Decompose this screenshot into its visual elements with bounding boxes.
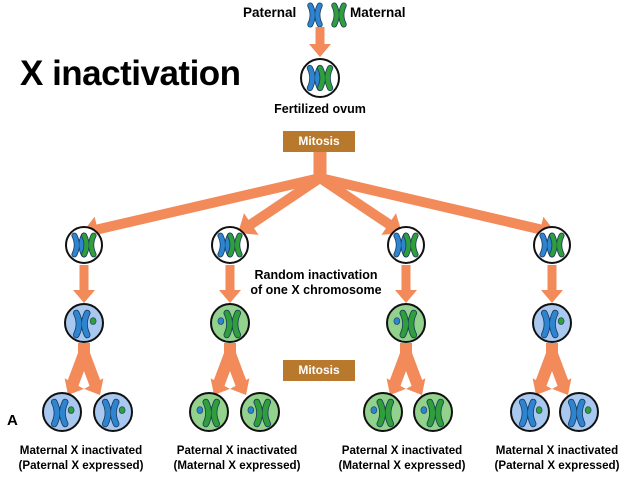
daughter-cell-1-1-active-x [50,398,69,428]
random-inactivation-label: Random inactivation of one X chromosome [232,268,400,298]
mitosis-box-1: Mitosis [283,131,355,152]
daughter-cell-4-1 [510,392,550,432]
inactivated-cell-2-active-x [223,309,242,339]
division-arrow-2-right-head [230,378,250,395]
caption-1-line1: Maternal X inactivated [19,444,143,457]
random-inactivation-line1: Random inactivation [254,268,378,282]
daughter-cell-1-2 [93,392,133,432]
daughter-cell-2-2-inactive-dot [247,406,255,414]
embryo-cell-2-maternal-x [227,232,243,258]
daughter-cell-4-2 [559,392,599,432]
legend-maternal-chromosome [331,2,347,28]
daughter-cell-3-1 [363,392,403,432]
inactivation-arrow-1-head [73,290,95,303]
daughter-cell-2-1 [189,392,229,432]
inactivated-cell-3 [386,303,426,343]
legend-paternal-chromosome [307,2,323,28]
caption-4: Maternal X inactivated (Paternal X expre… [494,443,619,473]
daughter-cell-4-2-inactive-dot [584,406,592,414]
caption-4-line2: (Paternal X expressed) [494,459,620,472]
daughter-cell-3-1-active-x [376,398,395,428]
division-arrow-2-right-shaft [224,351,248,389]
fan-arrow-2-shaft [246,173,323,230]
daughter-cell-4-2-active-x [567,398,586,428]
division-arrow-4-right-head [552,378,572,395]
fertilized-ovum-cell [300,58,340,98]
division-arrow-3-right-head [406,378,426,395]
inactivated-cell-3-inactive-dot [393,317,401,325]
embryo-cell-4 [533,226,571,264]
daughter-cell-2-1-inactive-dot [196,406,204,414]
embryo-cell-3 [387,226,425,264]
caption-1: Maternal X inactivated (Paternal X expre… [18,443,143,473]
legend-paternal: Paternal [243,5,297,20]
daughter-cell-3-2-inactive-dot [420,406,428,414]
daughter-cell-4-1-active-x [518,398,537,428]
caption-2: Paternal X inactivated (Maternal X expre… [174,443,301,473]
daughter-cell-3-2-active-x [426,398,445,428]
caption-3: Paternal X inactivated (Maternal X expre… [339,443,466,473]
fan-arrow-2-head [238,213,259,235]
mitosis-box-2: Mitosis [283,360,355,381]
inactivation-arrow-3-head [395,290,417,303]
caption-3-line2: (Maternal X expressed) [338,459,466,472]
inactivated-cell-1 [64,303,104,343]
daughter-cell-3-1-inactive-dot [370,406,378,414]
inactivated-cell-4 [532,303,572,343]
daughter-cell-1-2-inactive-dot [118,406,126,414]
fertilized-ovum-label: Fertilized ovum [274,102,366,116]
random-inactivation-line2: of one X chromosome [250,283,382,297]
fertilized-ovum-cell-maternal-x [317,64,334,92]
caption-1-line2: (Paternal X expressed) [18,459,144,472]
inactivated-cell-2-inactive-dot [217,317,225,325]
division-arrow-2-left-head [210,378,230,395]
division-arrow-1-right-shaft [78,351,102,389]
embryo-cell-4-maternal-x [549,232,565,258]
division-arrow-3-left-head [386,378,406,395]
daughter-cell-1-1 [42,392,82,432]
embryo-cell-2 [211,226,249,264]
diagram-title: X inactivation [20,54,241,93]
embryo-cell-3-maternal-x [403,232,419,258]
division-arrow-1-left-head [64,378,84,395]
embryo-cell-1-maternal-x [81,232,97,258]
daughter-cell-2-2-active-x [253,398,272,428]
caption-2-line1: Paternal X inactivated [176,444,298,457]
arrow-to-zygote-head [309,44,331,57]
daughter-cell-2-2 [240,392,280,432]
daughter-cell-4-1-inactive-dot [535,406,543,414]
daughter-cell-1-1-inactive-dot [67,406,75,414]
legend-maternal: Maternal [350,5,406,20]
caption-4-line1: Maternal X inactivated [495,444,619,457]
caption-2-line2: (Maternal X expressed) [173,459,301,472]
inactivation-arrow-4-head [541,290,563,303]
division-arrow-4-left-head [532,378,552,395]
panel-label: A [7,412,18,429]
daughter-cell-3-2 [413,392,453,432]
inactivated-cell-4-inactive-dot [557,317,565,325]
daughter-cell-1-2-active-x [101,398,120,428]
division-arrow-3-right-shaft [400,351,424,389]
daughter-cell-2-1-active-x [202,398,221,428]
inactivated-cell-1-inactive-dot [89,317,97,325]
division-arrow-1-right-head [84,378,104,395]
inactivated-cell-3-active-x [399,309,418,339]
inactivated-cell-1-active-x [72,309,91,339]
inactivation-arrow-2-head [219,290,241,303]
inactivated-cell-4-active-x [540,309,559,339]
embryo-cell-1 [65,226,103,264]
fan-arrow-1-shaft [94,173,322,235]
caption-3-line1: Paternal X inactivated [341,444,463,457]
division-arrow-4-right-shaft [546,351,570,389]
inactivated-cell-2 [210,303,250,343]
fan-arrow-4-shaft [318,173,544,235]
